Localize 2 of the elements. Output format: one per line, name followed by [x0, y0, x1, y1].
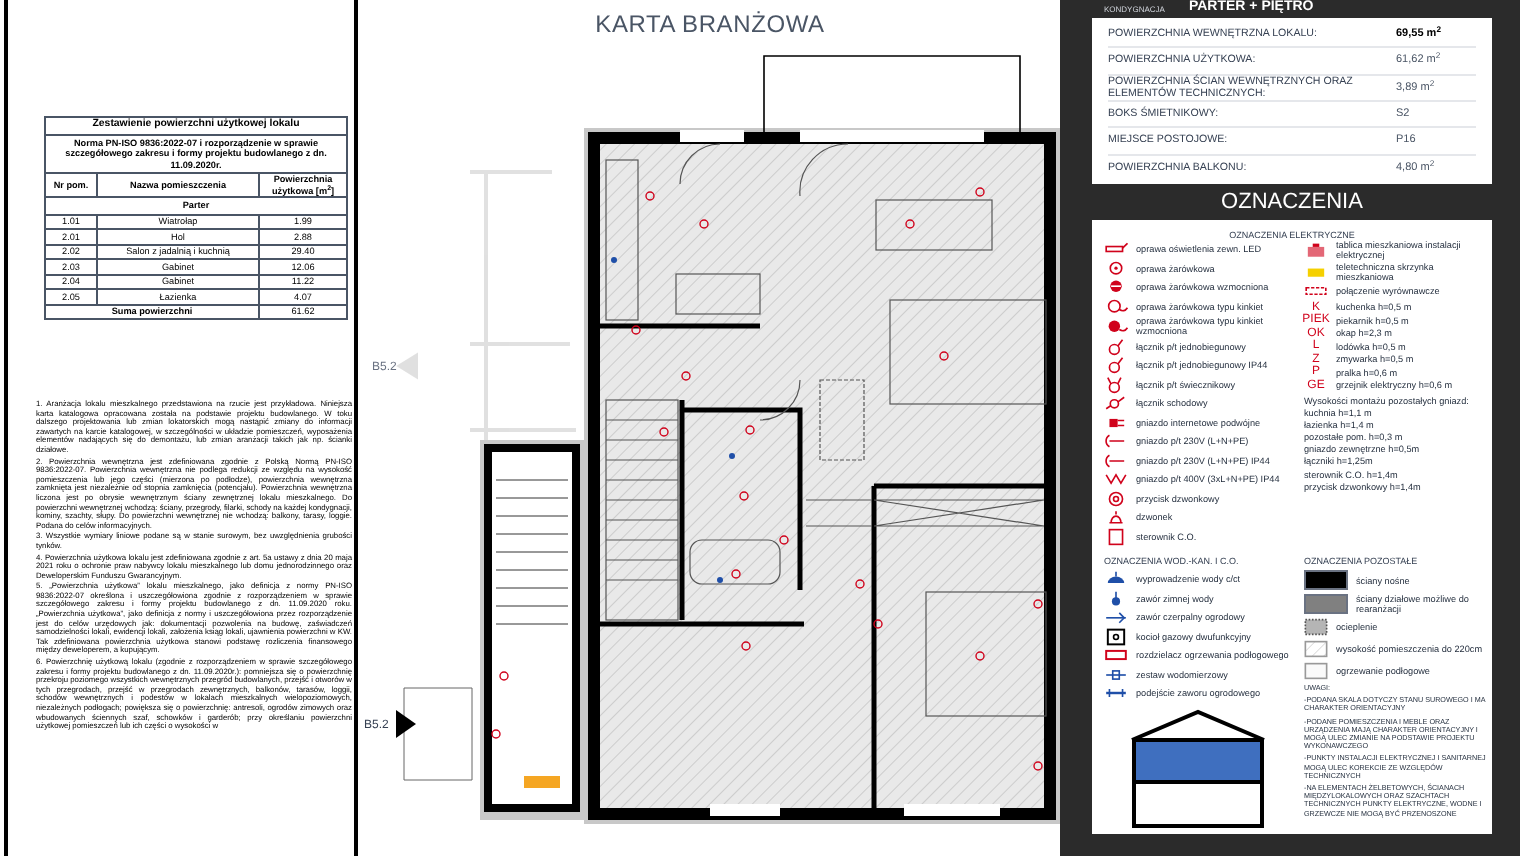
section-heading: OZNACZENIA: [1221, 190, 1363, 214]
page-title: KARTA BRANŻOWA: [595, 10, 825, 38]
